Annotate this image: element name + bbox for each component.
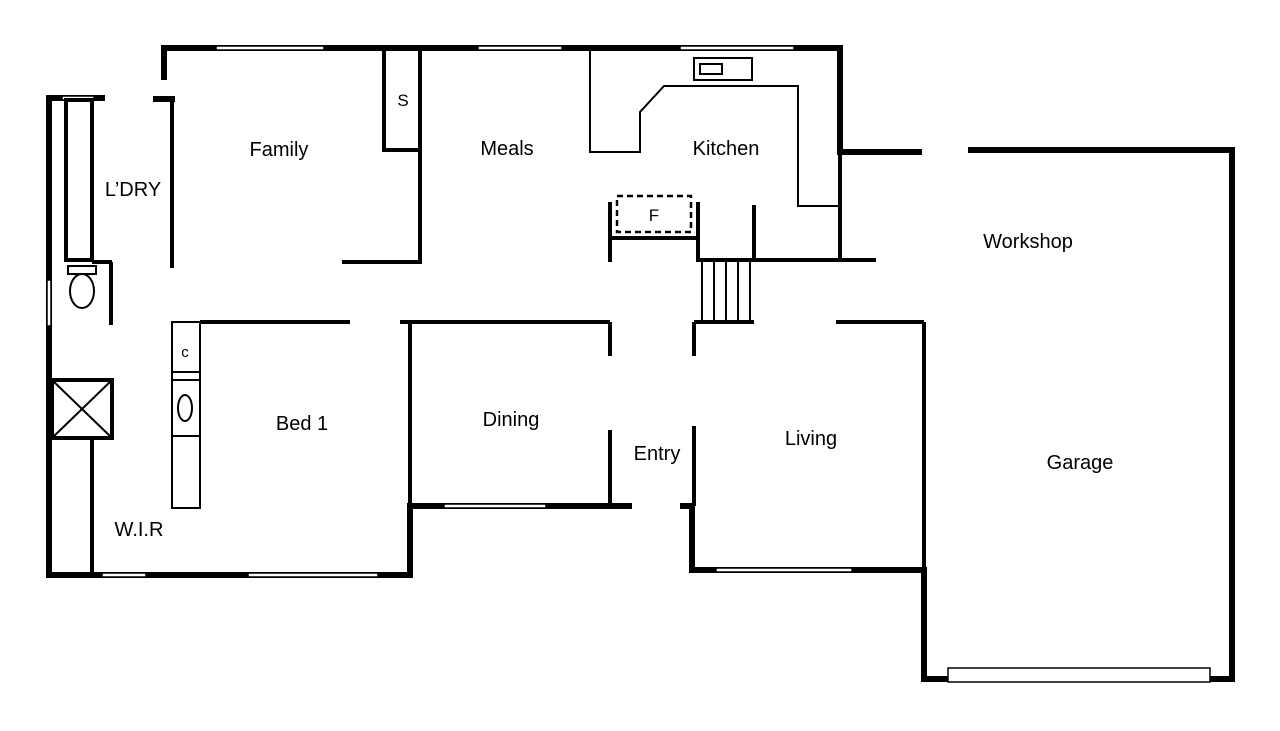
cupboard-label: c: [181, 344, 189, 361]
laundry-label: L’DRY: [105, 179, 161, 201]
entry-label: Entry: [634, 443, 681, 465]
living-label: Living: [785, 428, 837, 450]
windows: [46, 45, 1211, 683]
vanity-icon: [171, 321, 201, 509]
fridge-icon: [615, 194, 693, 234]
room-labels: Family Meals Kitchen L’DRY Workshop Bed …: [105, 91, 1114, 541]
cooktop-icon: [693, 57, 753, 81]
wir-label: W.I.R: [115, 519, 164, 541]
meals-label: Meals: [480, 138, 533, 160]
storage-label: S: [397, 91, 408, 110]
family-label: Family: [250, 139, 309, 161]
bed1-label: Bed 1: [276, 413, 328, 435]
stairs-icon: [701, 259, 751, 323]
garage-label: Garage: [1047, 452, 1114, 474]
dining-label: Dining: [483, 409, 540, 431]
fixtures: [50, 57, 753, 509]
workshop-label: Workshop: [983, 231, 1073, 253]
shower-icon: [50, 378, 114, 440]
cooktop-burner-icon: [699, 63, 723, 75]
interior-walls: [64, 50, 926, 575]
kitchen-label: Kitchen: [693, 138, 760, 160]
toilet-icon: [67, 265, 97, 309]
fridge-label: F: [649, 206, 659, 225]
